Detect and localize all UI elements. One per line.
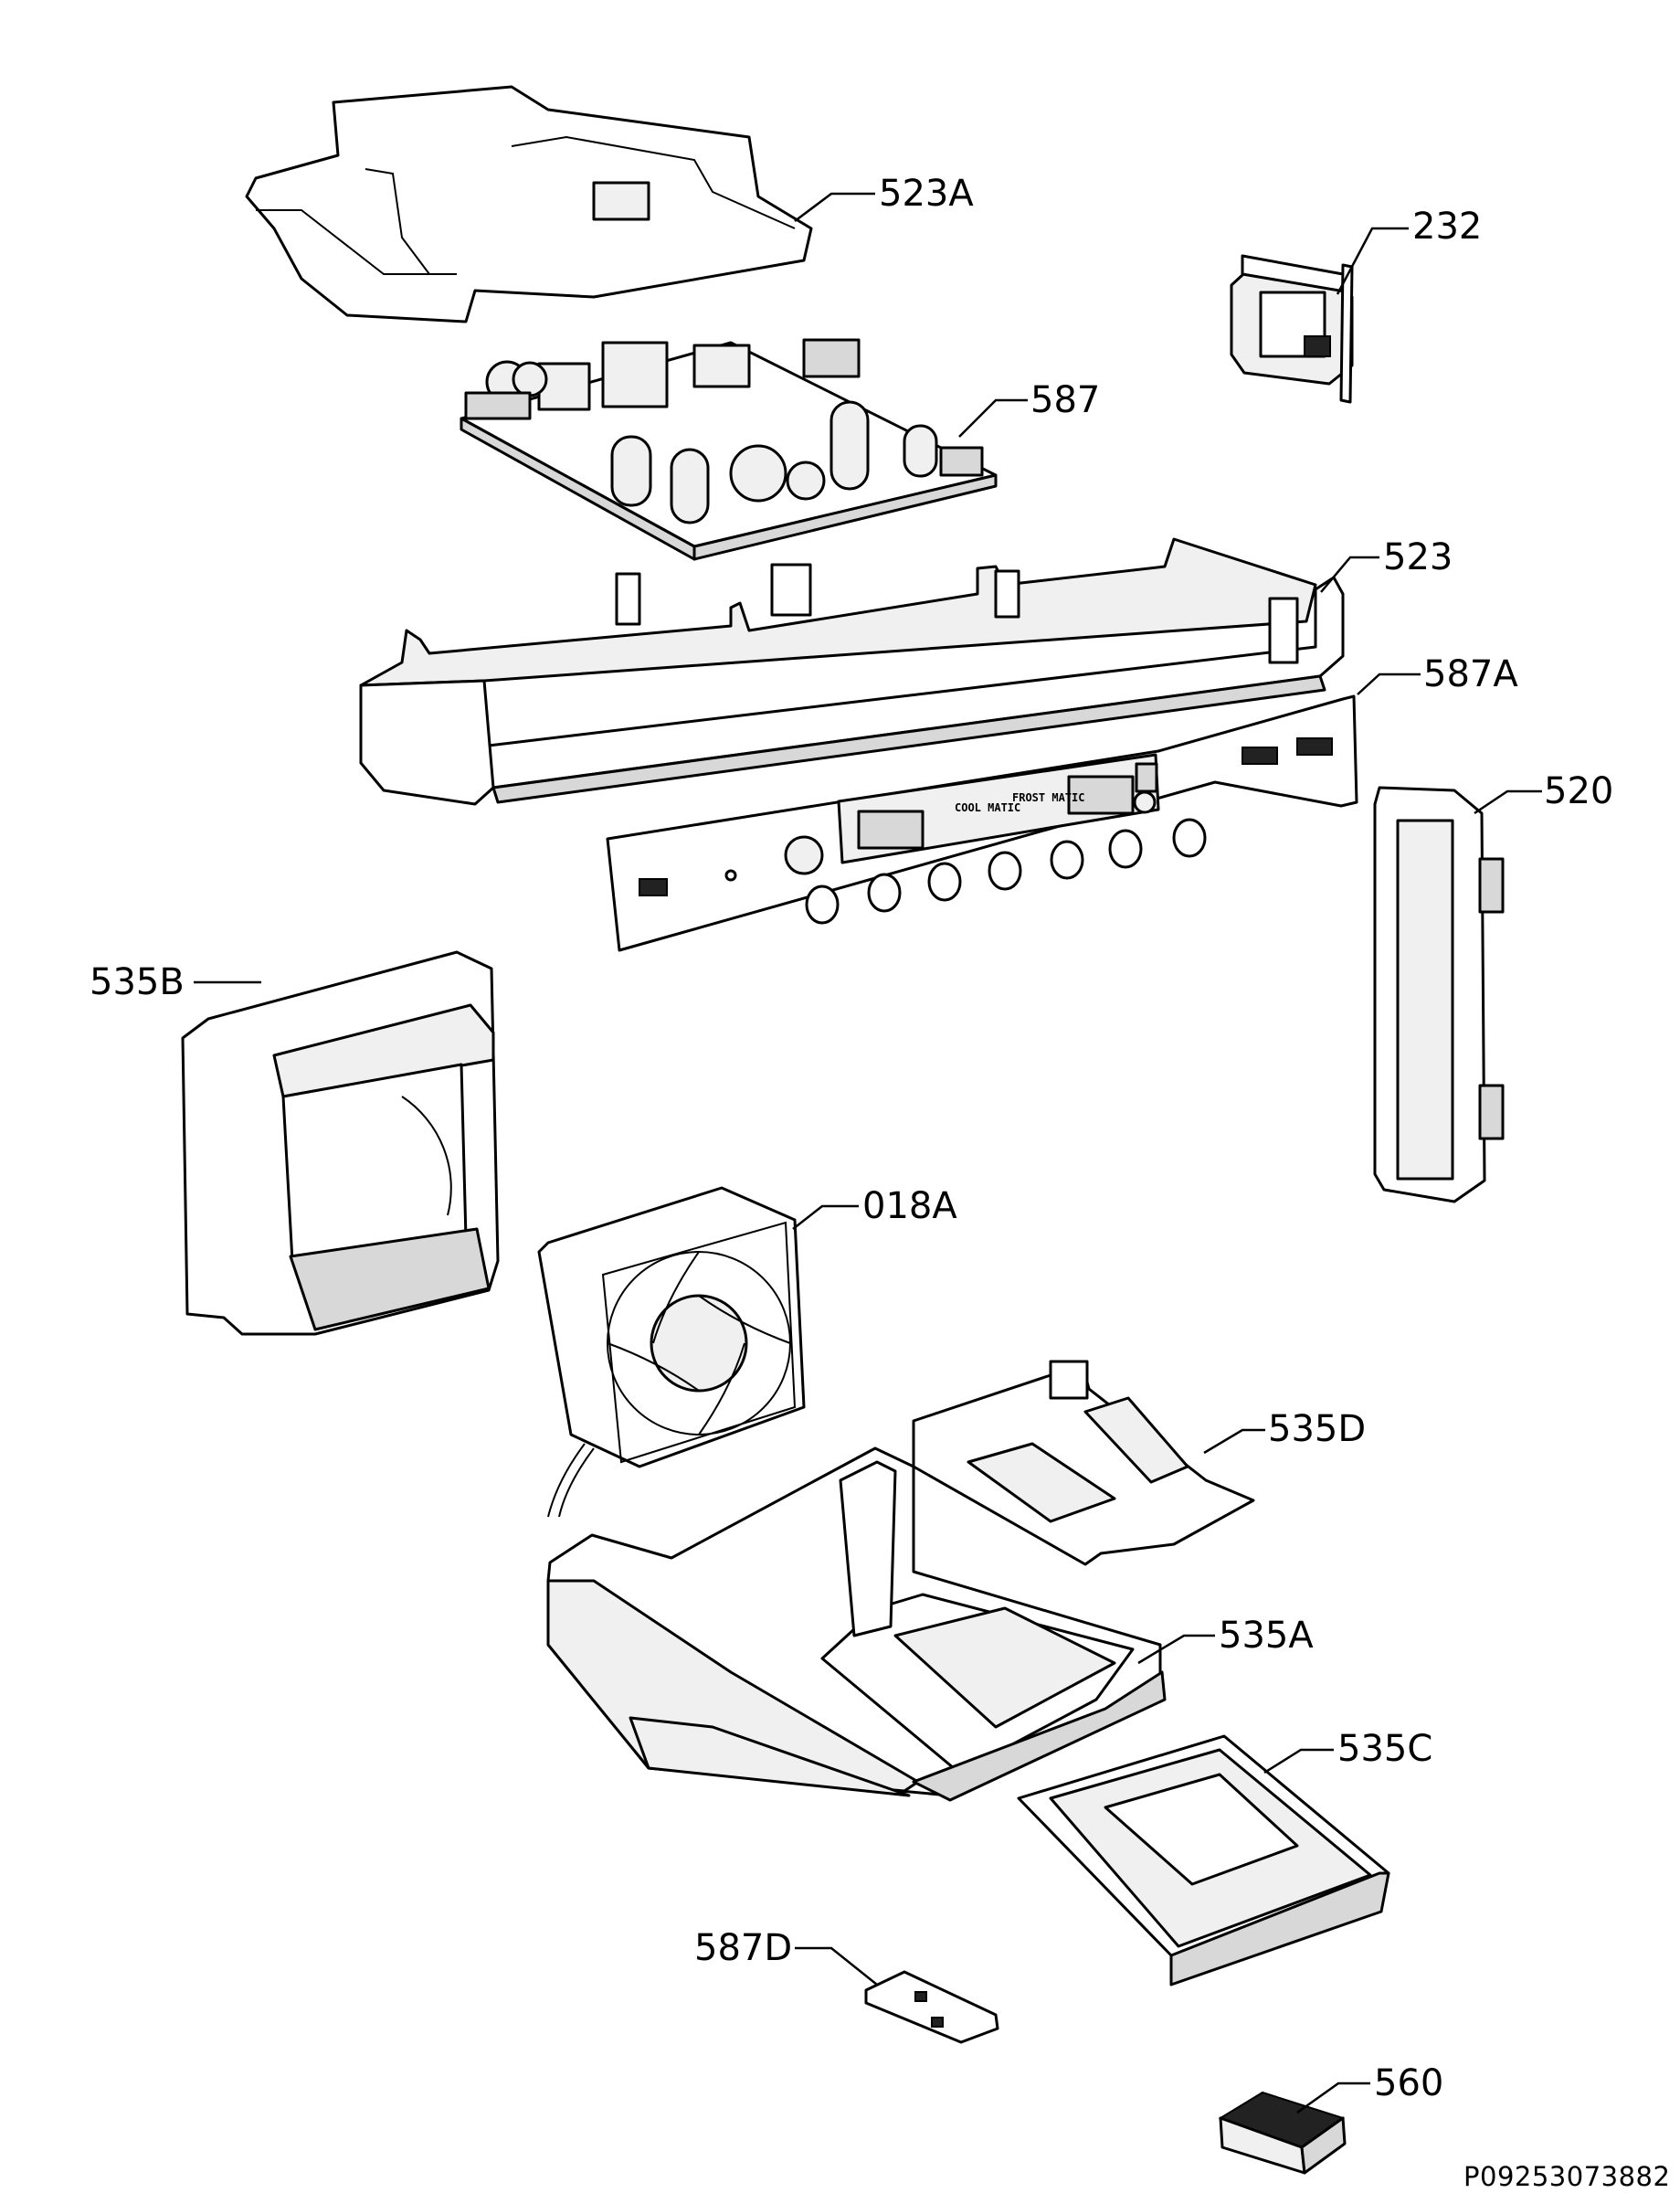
callout-587: 587 [1030, 379, 1101, 421]
callout-232: 232 [1412, 206, 1483, 248]
callout-535C: 535C [1337, 1728, 1433, 1770]
part-587D-small-board [864, 1970, 999, 2044]
part-535A-dispenser-housing [546, 1446, 1167, 1802]
part-535B-front-frame [181, 950, 500, 1336]
callout-560: 560 [1374, 2062, 1444, 2104]
part-535D-mechanism [912, 1360, 1255, 1566]
callout-535B: 535B [90, 961, 185, 1003]
display-buttons [805, 818, 1207, 925]
part-018A-fan [537, 1186, 806, 1518]
part-232-transformer [1230, 254, 1354, 404]
document-code: P09253073882 [1463, 2161, 1671, 2192]
callout-523: 523 [1383, 536, 1453, 578]
callout-520: 520 [1544, 770, 1614, 812]
frostmatic-panel-label: FROST MATIC [1012, 791, 1084, 804]
callout-leaders [194, 192, 1542, 2114]
callout-535A: 535A [1219, 1615, 1314, 1657]
part-523-control-housing [359, 537, 1345, 806]
part-523A-top-cover [245, 85, 813, 323]
part-587A-display-board [606, 694, 1358, 952]
part-560-filter-block [1218, 2091, 1347, 2175]
callout-587D: 587D [694, 1927, 793, 1969]
callout-523A: 523A [879, 173, 974, 215]
callout-535D: 535D [1268, 1408, 1367, 1450]
part-535C-drip-tray [1017, 1734, 1390, 1986]
part-587-pcb [460, 338, 998, 561]
callout-018A: 018A [862, 1185, 957, 1227]
callout-587A: 587A [1423, 653, 1518, 695]
coolmatic-panel-label: COOL MATIC [955, 801, 1020, 814]
part-520-side-trim [1373, 786, 1505, 1203]
